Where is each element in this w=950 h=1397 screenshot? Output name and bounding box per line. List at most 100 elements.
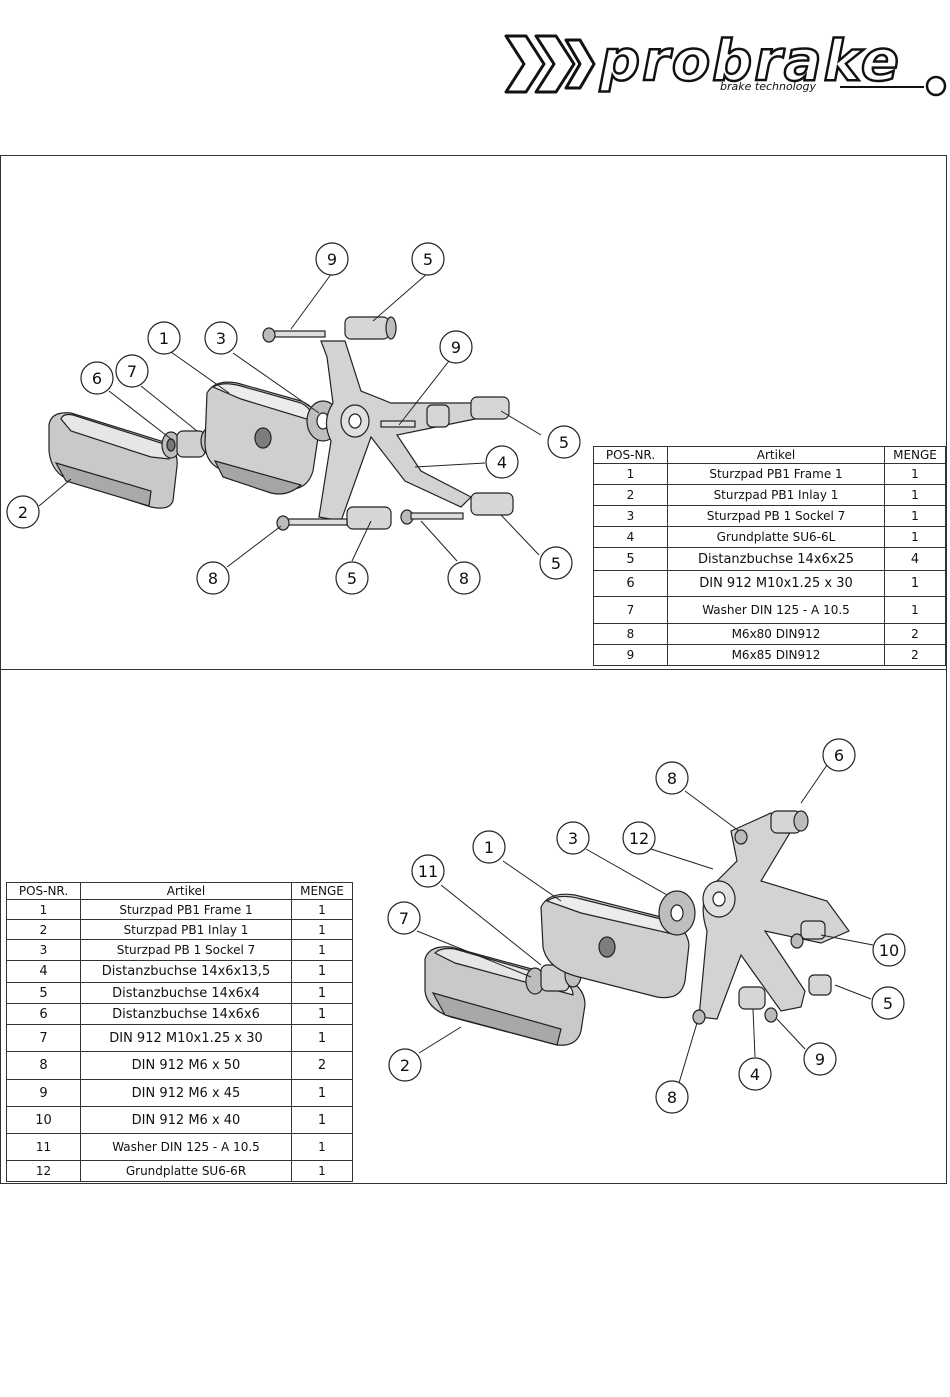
- table-cell: Sturzpad PB1 Frame 1: [80, 899, 292, 920]
- table-cell: 1: [884, 484, 946, 506]
- table-cell: 3: [593, 505, 668, 527]
- table-cell: 1: [884, 463, 946, 485]
- table-cell: 1: [593, 463, 668, 485]
- logo-brand-text: probrake: [599, 29, 901, 94]
- col-pos: POS-NR.: [6, 882, 81, 900]
- exploded-view-left-panel: 9 5 1 3 9 6 7 5 4 2 8 5 8 5 POS-NR. Arti…: [0, 155, 947, 670]
- table-cell: M6x80 DIN912: [667, 623, 885, 645]
- table-cell: DIN 912 M10x1.25 x 30: [667, 570, 885, 597]
- table-cell: 9: [593, 644, 668, 666]
- table-cell: Distanzbuchse 14x6x13,5: [80, 960, 292, 983]
- table-cell: 1: [291, 982, 353, 1004]
- exploded-drawing-right: 6 8 1 3 12 11 7 10 5 2 9 4 8: [387, 738, 906, 1114]
- table-cell: 4: [884, 547, 946, 571]
- callout-bottom-5: 11: [418, 862, 438, 881]
- table-cell: 12: [6, 1160, 81, 1182]
- callout-top-11: 5: [347, 569, 357, 588]
- table-cell: Sturzpad PB 1 Sockel 7: [667, 505, 885, 527]
- table-cell: Grundplatte SU6-6L: [667, 526, 885, 548]
- table-cell: 1: [884, 570, 946, 597]
- table-cell: DIN 912 M6 x 45: [80, 1079, 292, 1107]
- table-cell: 4: [6, 960, 81, 983]
- col-menge: MENGE: [291, 882, 353, 900]
- callout-bottom-9: 2: [400, 1056, 410, 1075]
- callout-bottom-1: 8: [667, 769, 677, 788]
- table-cell: Distanzbuchse 14x6x4: [80, 982, 292, 1004]
- callout-top-2: 1: [159, 329, 169, 348]
- table-cell: 10: [6, 1106, 81, 1134]
- callout-bottom-8: 5: [883, 994, 893, 1013]
- callout-bottom-2: 1: [484, 838, 494, 857]
- table-cell: DIN 912 M10x1.25 x 30: [80, 1024, 292, 1052]
- callout-bottom-4: 12: [629, 829, 649, 848]
- table-cell: 5: [593, 547, 668, 571]
- callout-bottom-7: 10: [879, 941, 899, 960]
- table-cell: 6: [593, 570, 668, 597]
- table-cell: DIN 912 M6 x 40: [80, 1106, 292, 1134]
- probrake-logo: probrake brake technology: [504, 28, 947, 97]
- table-cell: 1: [884, 596, 946, 624]
- callout-bottom-11: 4: [750, 1065, 760, 1084]
- table-cell: 3: [6, 939, 81, 961]
- table-cell: 4: [593, 526, 668, 548]
- table-cell: Sturzpad PB1 Frame 1: [667, 463, 885, 485]
- callout-top-4: 9: [451, 338, 461, 357]
- table-cell: 1: [291, 939, 353, 961]
- table-cell: 8: [6, 1051, 81, 1080]
- callout-bottom-0: 6: [834, 746, 844, 765]
- callout-bottom-10: 9: [815, 1050, 825, 1069]
- callout-top-9: 2: [18, 503, 28, 522]
- table-cell: 1: [291, 899, 353, 920]
- callout-bottom-3: 3: [568, 829, 578, 848]
- callout-top-6: 7: [127, 362, 137, 381]
- table-cell: DIN 912 M6 x 50: [80, 1051, 292, 1080]
- table-cell: 1: [6, 899, 81, 920]
- col-artikel: Artikel: [80, 882, 292, 900]
- col-artikel: Artikel: [667, 446, 885, 464]
- table-cell: Sturzpad PB1 Inlay 1: [80, 919, 292, 940]
- callout-top-12: 8: [459, 569, 469, 588]
- exploded-drawing-left: 9 5 1 3 9 6 7 5 4 2 8 5 8 5: [6, 242, 581, 595]
- table-cell: Distanzbuchse 14x6x25: [667, 547, 885, 571]
- callout-top-8: 4: [497, 453, 507, 472]
- table-cell: 1: [884, 526, 946, 548]
- table-cell: Washer DIN 125 - A 10.5: [667, 596, 885, 624]
- table-cell: 2: [593, 484, 668, 506]
- table-cell: Sturzpad PB1 Inlay 1: [667, 484, 885, 506]
- table-cell: Sturzpad PB 1 Sockel 7: [80, 939, 292, 961]
- callout-top-7: 5: [559, 433, 569, 452]
- table-cell: Grundplatte SU6-6R: [80, 1160, 292, 1182]
- callout-top-3: 3: [216, 329, 226, 348]
- callout-top-10: 8: [208, 569, 218, 588]
- table-cell: 2: [884, 644, 946, 666]
- callout-top-0: 9: [327, 250, 337, 269]
- table-cell: 2: [884, 623, 946, 645]
- col-pos: POS-NR.: [593, 446, 668, 464]
- callout-bottom-6: 7: [399, 909, 409, 928]
- table-cell: Distanzbuchse 14x6x6: [80, 1003, 292, 1025]
- table-cell: 11: [6, 1133, 81, 1161]
- table-cell: 1: [291, 1106, 353, 1134]
- col-menge: MENGE: [884, 446, 946, 464]
- table-cell: 2: [6, 919, 81, 940]
- table-cell: 7: [6, 1024, 81, 1052]
- callout-top-13: 5: [551, 554, 561, 573]
